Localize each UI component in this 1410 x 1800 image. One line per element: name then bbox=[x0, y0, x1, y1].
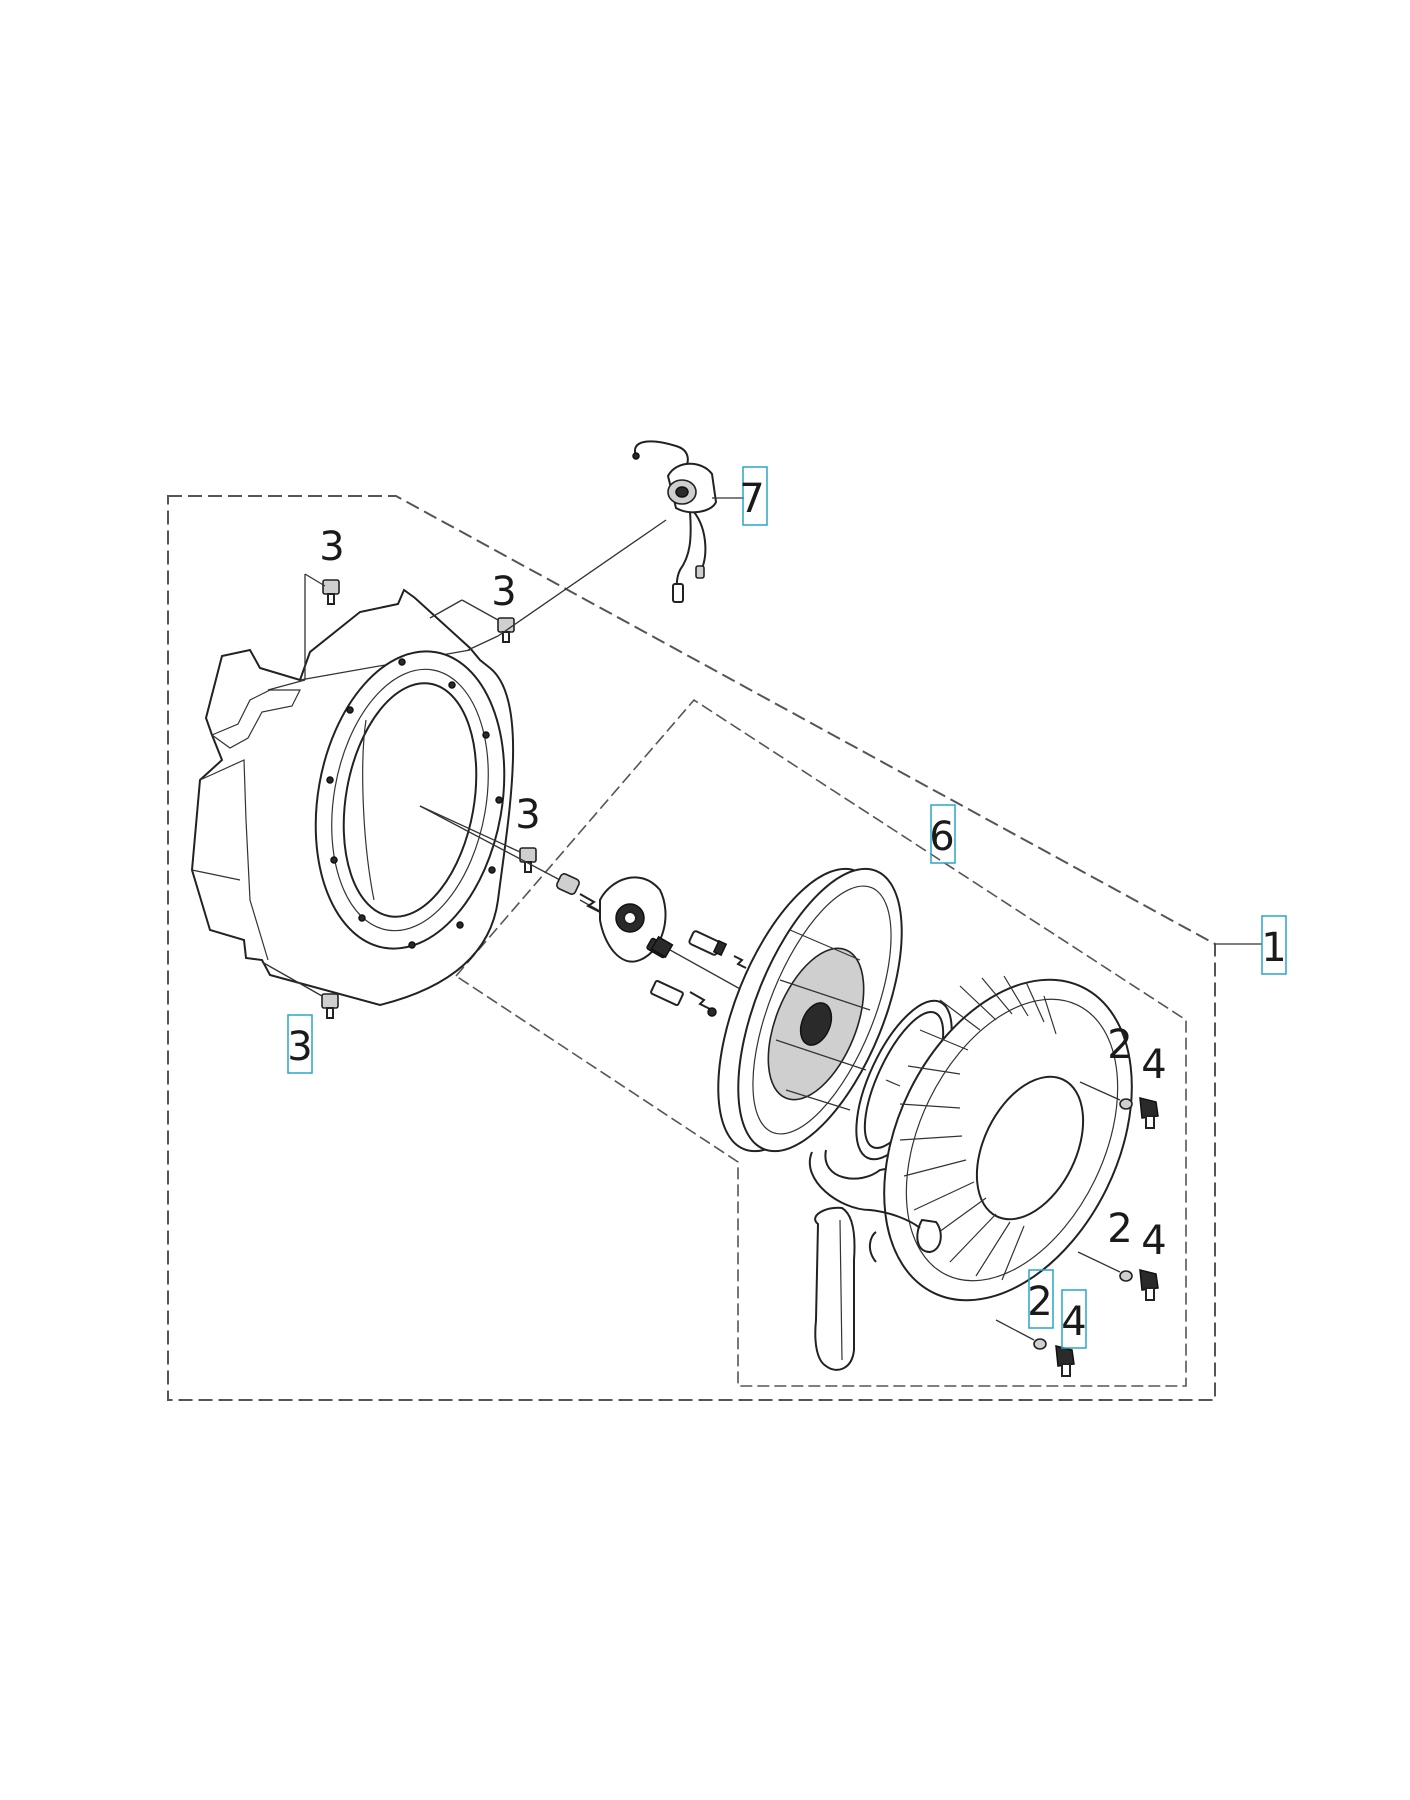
recoil-spring bbox=[855, 999, 953, 1161]
callout-2-upper[interactable]: 2 bbox=[1107, 1022, 1132, 1068]
callout-3-top-right-text: 3 bbox=[491, 569, 516, 615]
callout-1-text: 1 bbox=[1261, 925, 1286, 971]
ratchet-parts bbox=[556, 873, 747, 1017]
callout-4-lower-text: 4 bbox=[1061, 1299, 1086, 1345]
subassembly-6-boundary bbox=[454, 698, 1187, 1387]
callout-4-upper[interactable]: 4 bbox=[1141, 1042, 1166, 1088]
callout-3-top-left[interactable]: 3 bbox=[319, 524, 344, 570]
callout-7-text: 7 bbox=[739, 476, 764, 522]
fan-housing bbox=[190, 588, 515, 1007]
callout-3-top-left-text: 3 bbox=[319, 524, 344, 570]
starter-handle bbox=[808, 1151, 921, 1371]
callout-3-middle[interactable]: 3 bbox=[515, 792, 540, 838]
bolt-3-bottom bbox=[261, 961, 339, 1019]
starter-cover bbox=[883, 975, 1133, 1302]
starter-pulley bbox=[717, 867, 934, 1197]
callout-4-upper-text: 4 bbox=[1141, 1042, 1166, 1088]
callout-3-top-right[interactable]: 3 bbox=[491, 569, 516, 615]
callout-4-middle[interactable]: 4 bbox=[1141, 1218, 1166, 1264]
callout-3-bottom-text: 3 bbox=[287, 1024, 312, 1070]
assembly-1-boundary bbox=[167, 495, 1216, 1401]
callout-3-bottom[interactable]: 3 bbox=[287, 1014, 313, 1074]
bolt-3-middle bbox=[419, 805, 537, 873]
callout-2-lower-text: 2 bbox=[1027, 1279, 1052, 1325]
bolt-3-top-right bbox=[429, 599, 515, 643]
callout-1[interactable]: 1 bbox=[1261, 915, 1287, 975]
washer-bolt-set-middle bbox=[1077, 1251, 1159, 1301]
callout-4-middle-text: 4 bbox=[1141, 1218, 1166, 1264]
washer-bolt-set-upper bbox=[1079, 1081, 1159, 1129]
axis-line-1 bbox=[419, 805, 561, 881]
callout-2-upper-text: 2 bbox=[1107, 1022, 1132, 1068]
callout-6[interactable]: 6 bbox=[929, 804, 956, 864]
callout-6-text: 6 bbox=[929, 814, 954, 860]
callout-7[interactable]: 7 bbox=[739, 466, 768, 526]
bolt-3-top-left bbox=[267, 573, 340, 691]
callout-2-middle[interactable]: 2 bbox=[1107, 1206, 1132, 1252]
callout-2-middle-text: 2 bbox=[1107, 1206, 1132, 1252]
callout-2-lower[interactable]: 2 bbox=[1027, 1269, 1054, 1329]
washer-bolt-set-lower bbox=[995, 1319, 1075, 1377]
stop-switch-7 bbox=[467, 440, 744, 651]
callout-4-lower[interactable]: 4 bbox=[1061, 1289, 1087, 1349]
callout-3-middle-text: 3 bbox=[515, 792, 540, 838]
